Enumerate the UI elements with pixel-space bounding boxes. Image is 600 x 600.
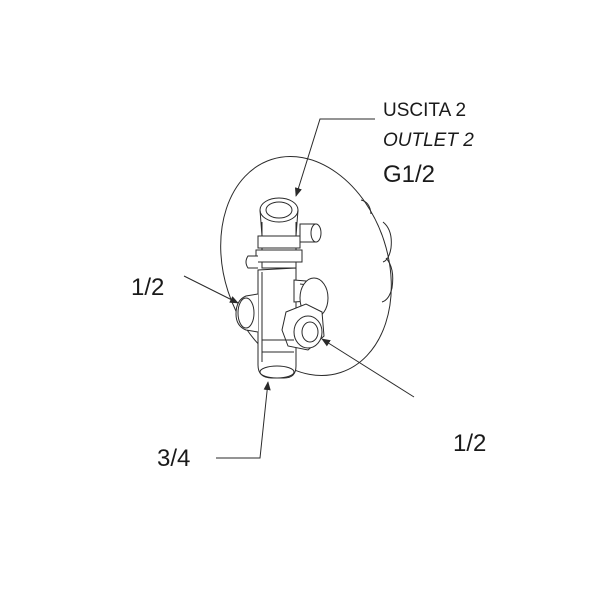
dimension-leaders — [183, 118, 415, 459]
outlet-thread-label: G1/2 — [383, 161, 436, 188]
valve-body — [235, 197, 329, 379]
leader-bottom-inlet — [216, 381, 271, 459]
leader-outlet — [294, 118, 375, 197]
leader-right-outlet — [321, 338, 415, 398]
bottom-inlet-size-label: 3/4 — [157, 445, 191, 472]
right-outlet-size-label: 1/2 — [453, 430, 487, 457]
left-inlet-size-label: 1/2 — [131, 274, 165, 301]
leader-left-inlet — [183, 275, 239, 304]
outlet-name-label: USCITA 2 — [383, 100, 467, 121]
outlet-name-english-label: OUTLET 2 — [383, 130, 474, 151]
cover-plate — [220, 156, 394, 376]
